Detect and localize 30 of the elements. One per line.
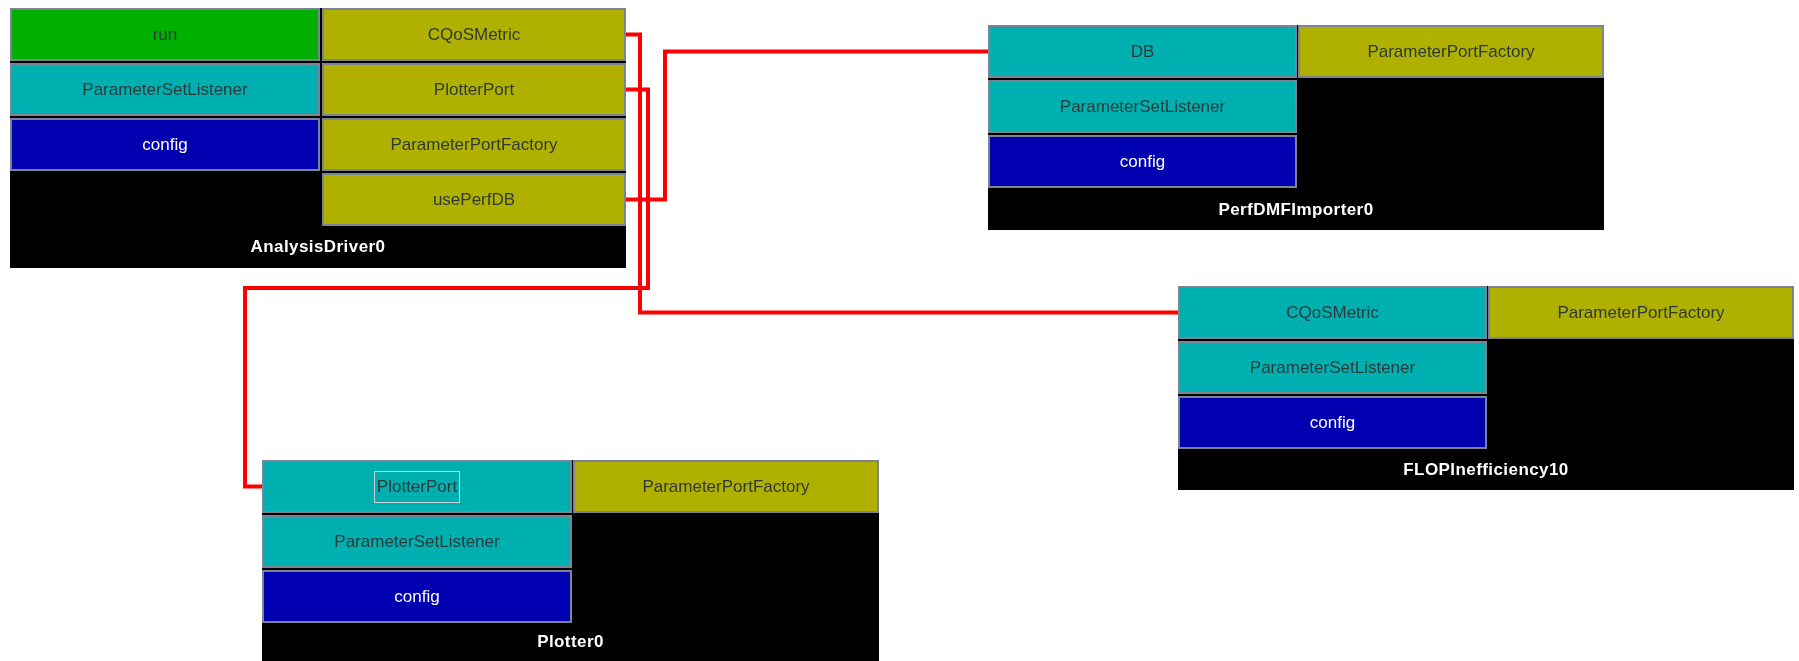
port: ParameterSetListener xyxy=(262,515,572,568)
port: PlotterPort xyxy=(262,460,572,513)
connection-line xyxy=(626,32,1178,315)
port: run xyxy=(10,8,320,61)
port: ParameterSetListener xyxy=(10,63,320,116)
port: ParameterPortFactory xyxy=(1298,25,1604,78)
component-name: Plotter0 xyxy=(536,631,605,654)
port: ParameterSetListener xyxy=(988,80,1297,133)
port: DB xyxy=(988,25,1297,78)
port: config xyxy=(988,135,1297,188)
port: ParameterPortFactory xyxy=(1488,286,1794,339)
port: CQoSMetric xyxy=(322,8,626,61)
port: CQoSMetric xyxy=(1178,286,1487,339)
component-box xyxy=(1178,286,1794,490)
port: usePerfDB xyxy=(322,173,626,226)
port: ParameterSetListener xyxy=(1178,341,1487,394)
connection-line xyxy=(243,87,650,489)
component-name: PerfDMFImporter0 xyxy=(1217,199,1375,222)
component-box xyxy=(988,25,1604,230)
port: ParameterPortFactory xyxy=(573,460,879,513)
component-name: FLOPInefficiency10 xyxy=(1402,459,1570,482)
component-box xyxy=(10,8,626,268)
port: config xyxy=(10,118,320,171)
connection-line xyxy=(626,49,988,202)
component-box xyxy=(262,460,879,661)
port: config xyxy=(262,570,572,623)
component-name: AnalysisDriver0 xyxy=(249,236,387,259)
port: config xyxy=(1178,396,1487,449)
port: ParameterPortFactory xyxy=(322,118,626,171)
port: PlotterPort xyxy=(322,63,626,116)
